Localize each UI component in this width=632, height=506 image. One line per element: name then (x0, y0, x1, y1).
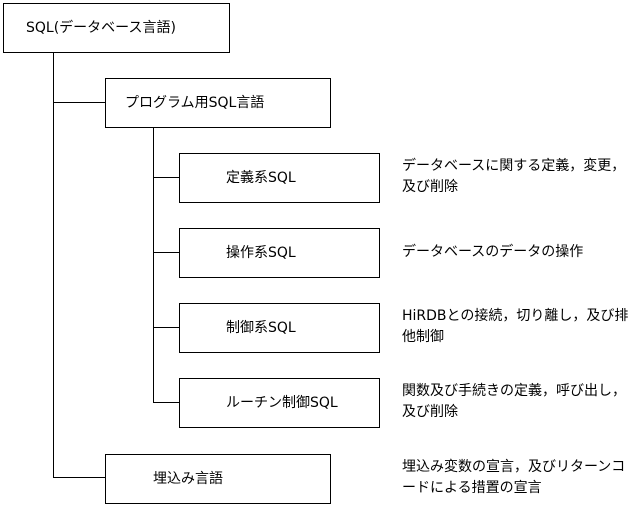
connector-branch-routine-control-sql (154, 402, 179, 403)
description-line: ードによる措置の宣言 (402, 480, 542, 496)
node-manipulation-sql-label: 操作系SQL (226, 245, 296, 261)
connector-branch-control-sql (154, 327, 179, 328)
node-sql-root-label: SQL(データベース言語) (26, 20, 176, 36)
description-line: 関数及び手続きの定義，呼び出し， (402, 383, 626, 399)
node-control-sql: 制御系SQL (179, 303, 380, 353)
node-program-sql-language-label: プログラム用SQL言語 (125, 95, 265, 111)
description-embedded-language: 埋込み変数の宣言，及びリターンコ ードによる措置の宣言 (402, 457, 632, 499)
node-embedded-language-label: 埋込み言語 (153, 471, 223, 487)
connector-branch-definition-sql (154, 177, 179, 178)
connector-trunk-program-sql (153, 127, 154, 403)
node-manipulation-sql: 操作系SQL (179, 228, 380, 278)
description-routine-control-sql: 関数及び手続きの定義，呼び出し， 及び削除 (402, 381, 632, 423)
connector-branch-program-sql (54, 102, 105, 103)
connector-branch-embedded-language (54, 477, 105, 478)
description-line: HiRDBとの接続，切り離し，及び排 (402, 308, 629, 324)
description-line: 埋込み変数の宣言，及びリターンコ (402, 459, 626, 475)
description-control-sql: HiRDBとの接続，切り離し，及び排 他制御 (402, 306, 632, 348)
connector-trunk-root (53, 52, 54, 478)
description-line: データベースのデータの操作 (402, 244, 584, 260)
node-routine-control-sql: ルーチン制御SQL (179, 378, 380, 428)
description-line: 他制御 (402, 329, 444, 345)
node-program-sql-language: プログラム用SQL言語 (105, 78, 331, 128)
description-line: データベースに関する定義，変更， (402, 158, 626, 174)
node-sql-root: SQL(データベース言語) (3, 3, 230, 53)
description-manipulation-sql: データベースのデータの操作 (402, 242, 632, 263)
node-definition-sql: 定義系SQL (179, 153, 380, 203)
description-line: 及び削除 (402, 404, 458, 420)
node-definition-sql-label: 定義系SQL (226, 170, 296, 186)
description-definition-sql: データベースに関する定義，変更， 及び削除 (402, 156, 632, 198)
node-routine-control-sql-label: ルーチン制御SQL (226, 395, 338, 411)
node-control-sql-label: 制御系SQL (226, 320, 296, 336)
connector-branch-manipulation-sql (154, 252, 179, 253)
description-line: 及び削除 (402, 179, 458, 195)
node-embedded-language: 埋込み言語 (105, 454, 331, 504)
